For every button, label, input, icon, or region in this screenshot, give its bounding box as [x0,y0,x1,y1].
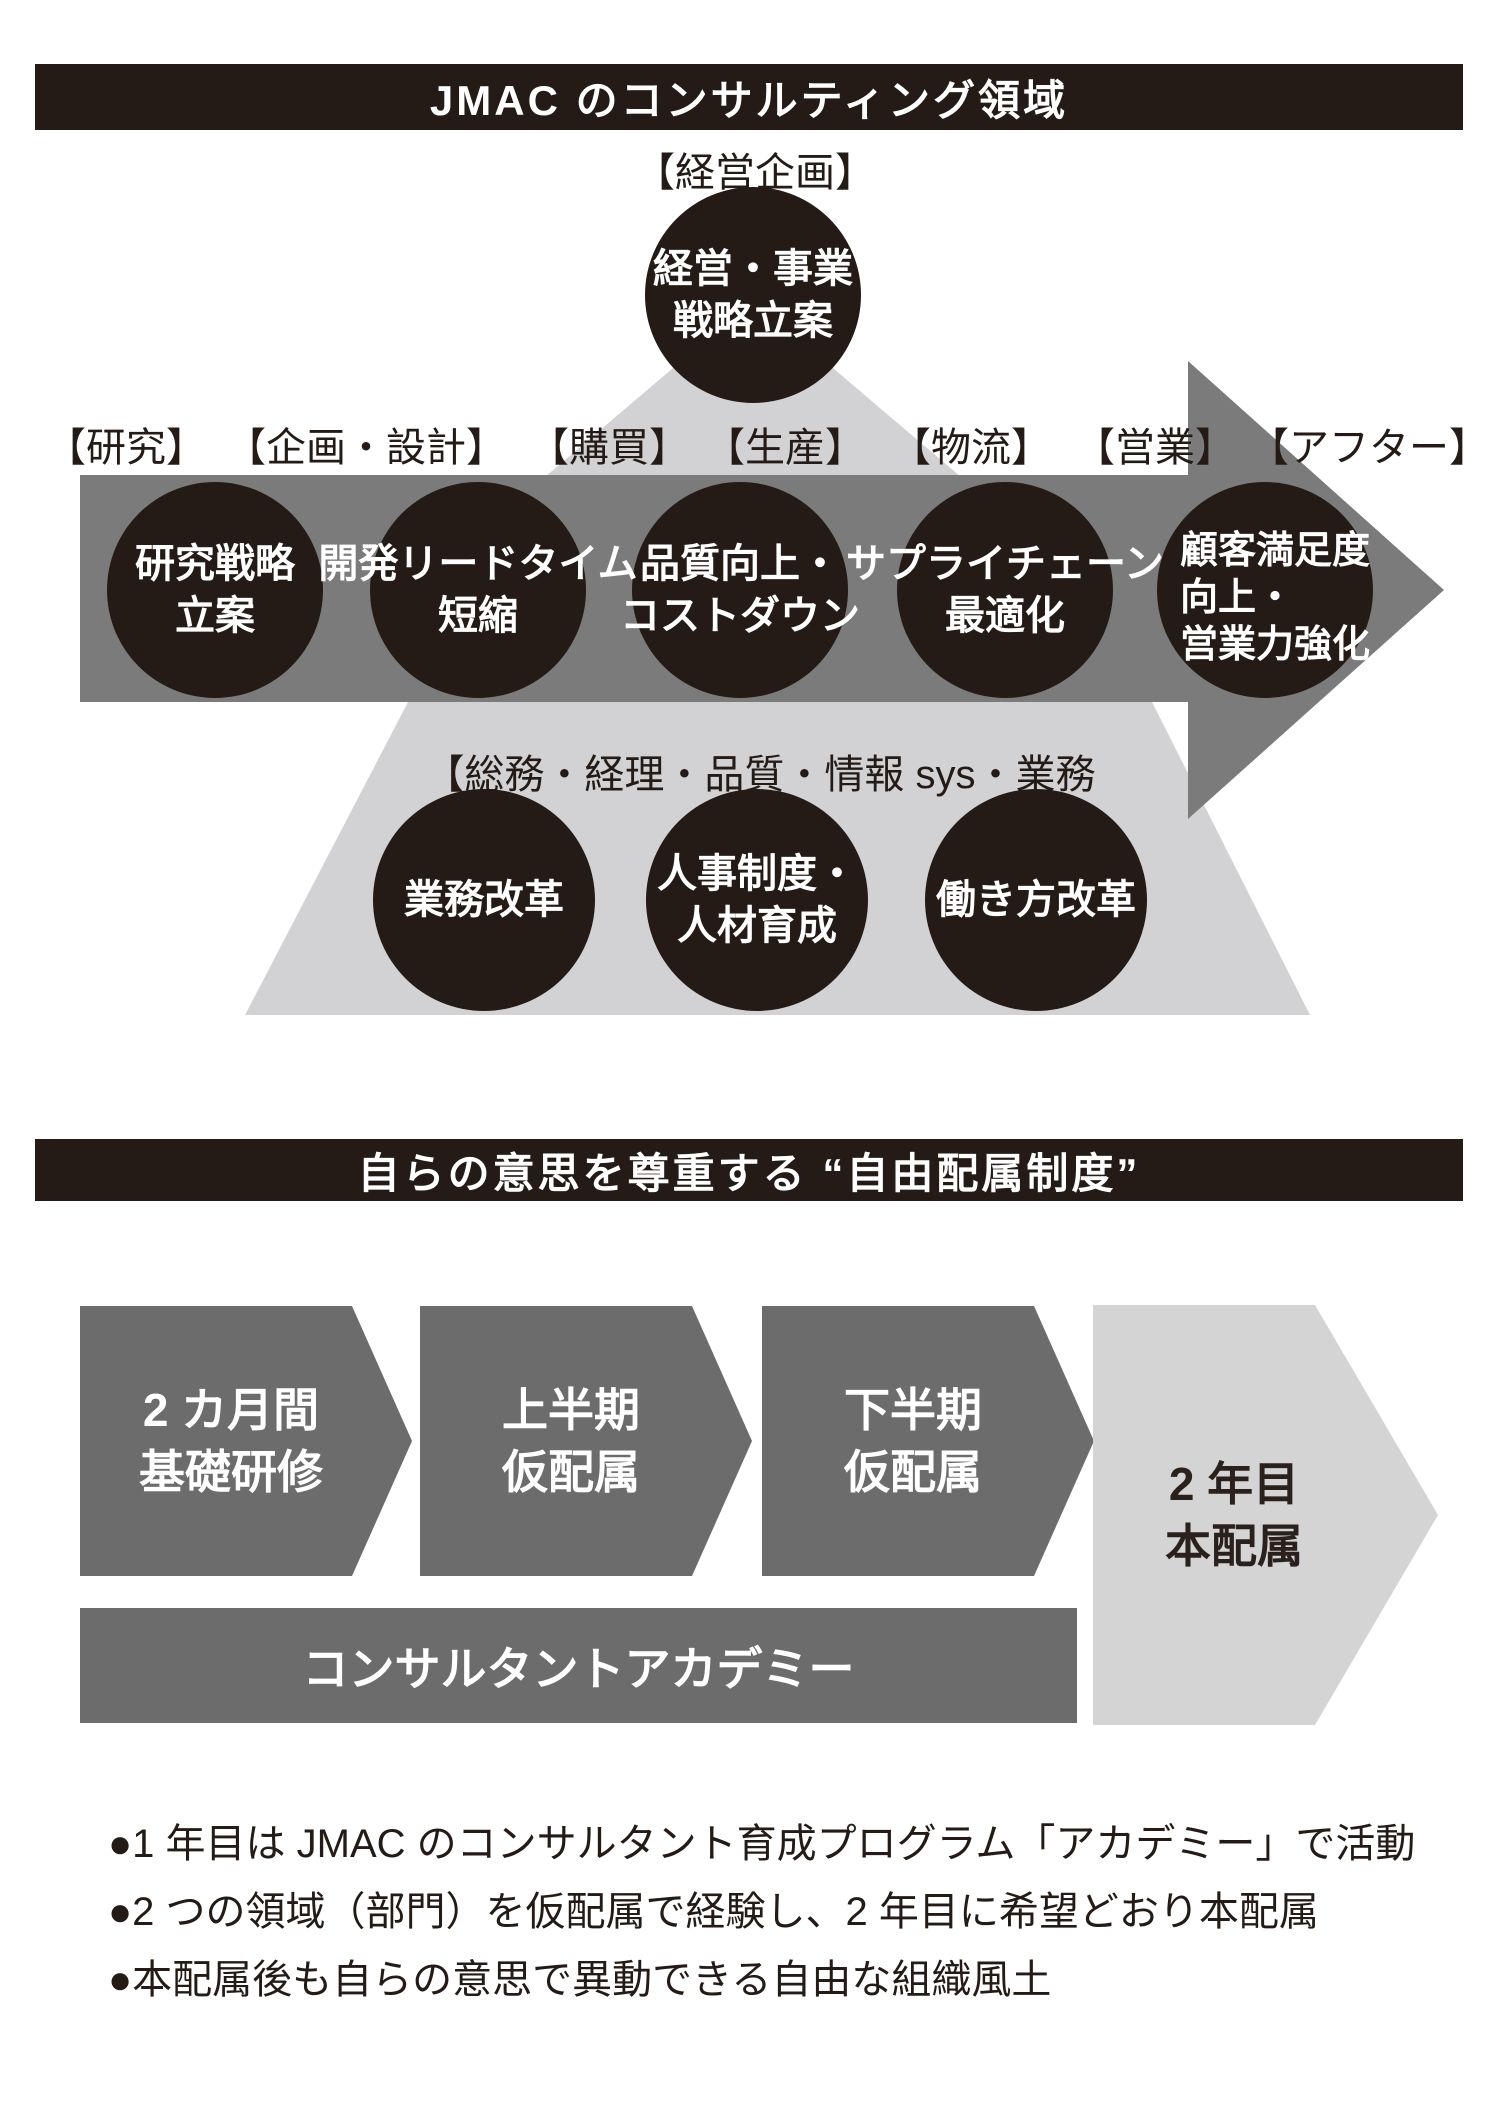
circle-quality-cost-text: 品質向上・ コストダウン [550,538,930,642]
academy-bar: コンサルタントアカデミー [80,1608,1077,1723]
step-first-half-temp-text: 上半期 仮配属 [420,1306,722,1576]
label-production: 【生産】 [705,426,865,470]
step-first-half-temp: 上半期 仮配属 [420,1306,752,1576]
circle-management-strategy-text: 経営・事業 戦略立案 [573,243,933,347]
label-logistics: 【物流】 [891,426,1051,470]
label-after-service: 【アフター】 [1249,426,1489,470]
text-line: 基礎研修 [139,1446,323,1498]
step-basic-training: 2 カ月間 基礎研修 [80,1306,412,1576]
text-line: 経営・事業 [653,247,853,291]
text-line: 顧客満足度 [1180,530,1371,572]
text-line: 品質向上・ [640,542,840,586]
circle-supply-chain [897,482,1113,698]
step-basic-training-text: 2 カ月間 基礎研修 [80,1306,382,1576]
text-line: 仮配属 [502,1446,640,1498]
text-line: 仮配属 [844,1446,982,1498]
text-line: コストダウン [620,594,860,638]
label-sales: 【営業】 [1075,426,1235,470]
text-line: 研究戦略 [135,542,295,586]
text-line: 下半期 [844,1384,982,1436]
text-line: 戦略立案 [673,299,833,343]
circle-dev-lead-time [370,482,586,698]
step-second-half-temp: 下半期 仮配属 [762,1306,1094,1576]
circle-hr-development: 人事制度・ 人材育成 [646,789,868,1011]
circle-dev-lead-time-text: 開発リードタイム 短縮 [288,538,668,642]
text-line: 最適化 [945,594,1065,638]
circle-management-strategy [645,187,861,403]
text-line: 業務改革 [404,878,564,922]
step-second-year-assignment-text: 2 年目 本配属 [1093,1305,1375,1725]
label-planning-design: 【企画・設計】 [226,426,506,470]
text-line: 人事制度・ [657,852,857,896]
text-line: 上半期 [502,1384,640,1436]
text-line: 人材育成 [677,904,837,948]
step-second-year-assignment: 2 年目 本配属 [1093,1305,1438,1725]
text-line: 本配属 [1165,1520,1303,1572]
circle-quality-cost [632,482,848,698]
banner-consulting-domains: JMAC のコンサルティング領域 [35,64,1463,130]
text-line: サプライチェーン [846,542,1164,586]
bullet-note-academy: ●1 年目は JMAC のコンサルタント育成プログラム「アカデミー」で活動 [108,1822,1416,1866]
bullet-note-free-transfer: ●本配属後も自らの意思で異動できる自由な組織風土 [108,1958,1052,2002]
circle-customer-satisfaction [1157,482,1373,698]
circle-research-strategy-text: 研究戦略 立案 [35,538,395,642]
banner-free-assignment: 自らの意思を尊重する “自由配属制度” [35,1139,1463,1201]
text-line: 立案 [175,594,255,638]
text-line: 働き方改革 [936,878,1136,922]
circle-research-strategy [107,482,323,698]
step-second-half-temp-text: 下半期 仮配属 [762,1306,1064,1576]
circle-business-reform: 業務改革 [373,789,595,1011]
text-line: 2 年目 [1168,1458,1300,1510]
circle-supply-chain-text: サプライチェーン 最適化 [815,538,1195,642]
label-purchasing: 【購買】 [529,426,689,470]
bullet-note-two-domains: ●2 つの領域（部門）を仮配属で経験し、2 年目に希望どおり本配属 [108,1890,1319,1934]
circle-customer-satisfaction-text: 顧客満足度 向上・ 営業力強化 [1180,528,1430,669]
text-line: 向上・ [1180,577,1295,619]
text-line: 営業力強化 [1180,624,1371,666]
text-line: 短縮 [438,594,518,638]
label-research: 【研究】 [46,426,206,470]
text-line: 2 カ月間 [142,1384,320,1436]
text-line: 開発リードタイム [318,542,638,586]
circle-workstyle-reform: 働き方改革 [925,789,1147,1011]
